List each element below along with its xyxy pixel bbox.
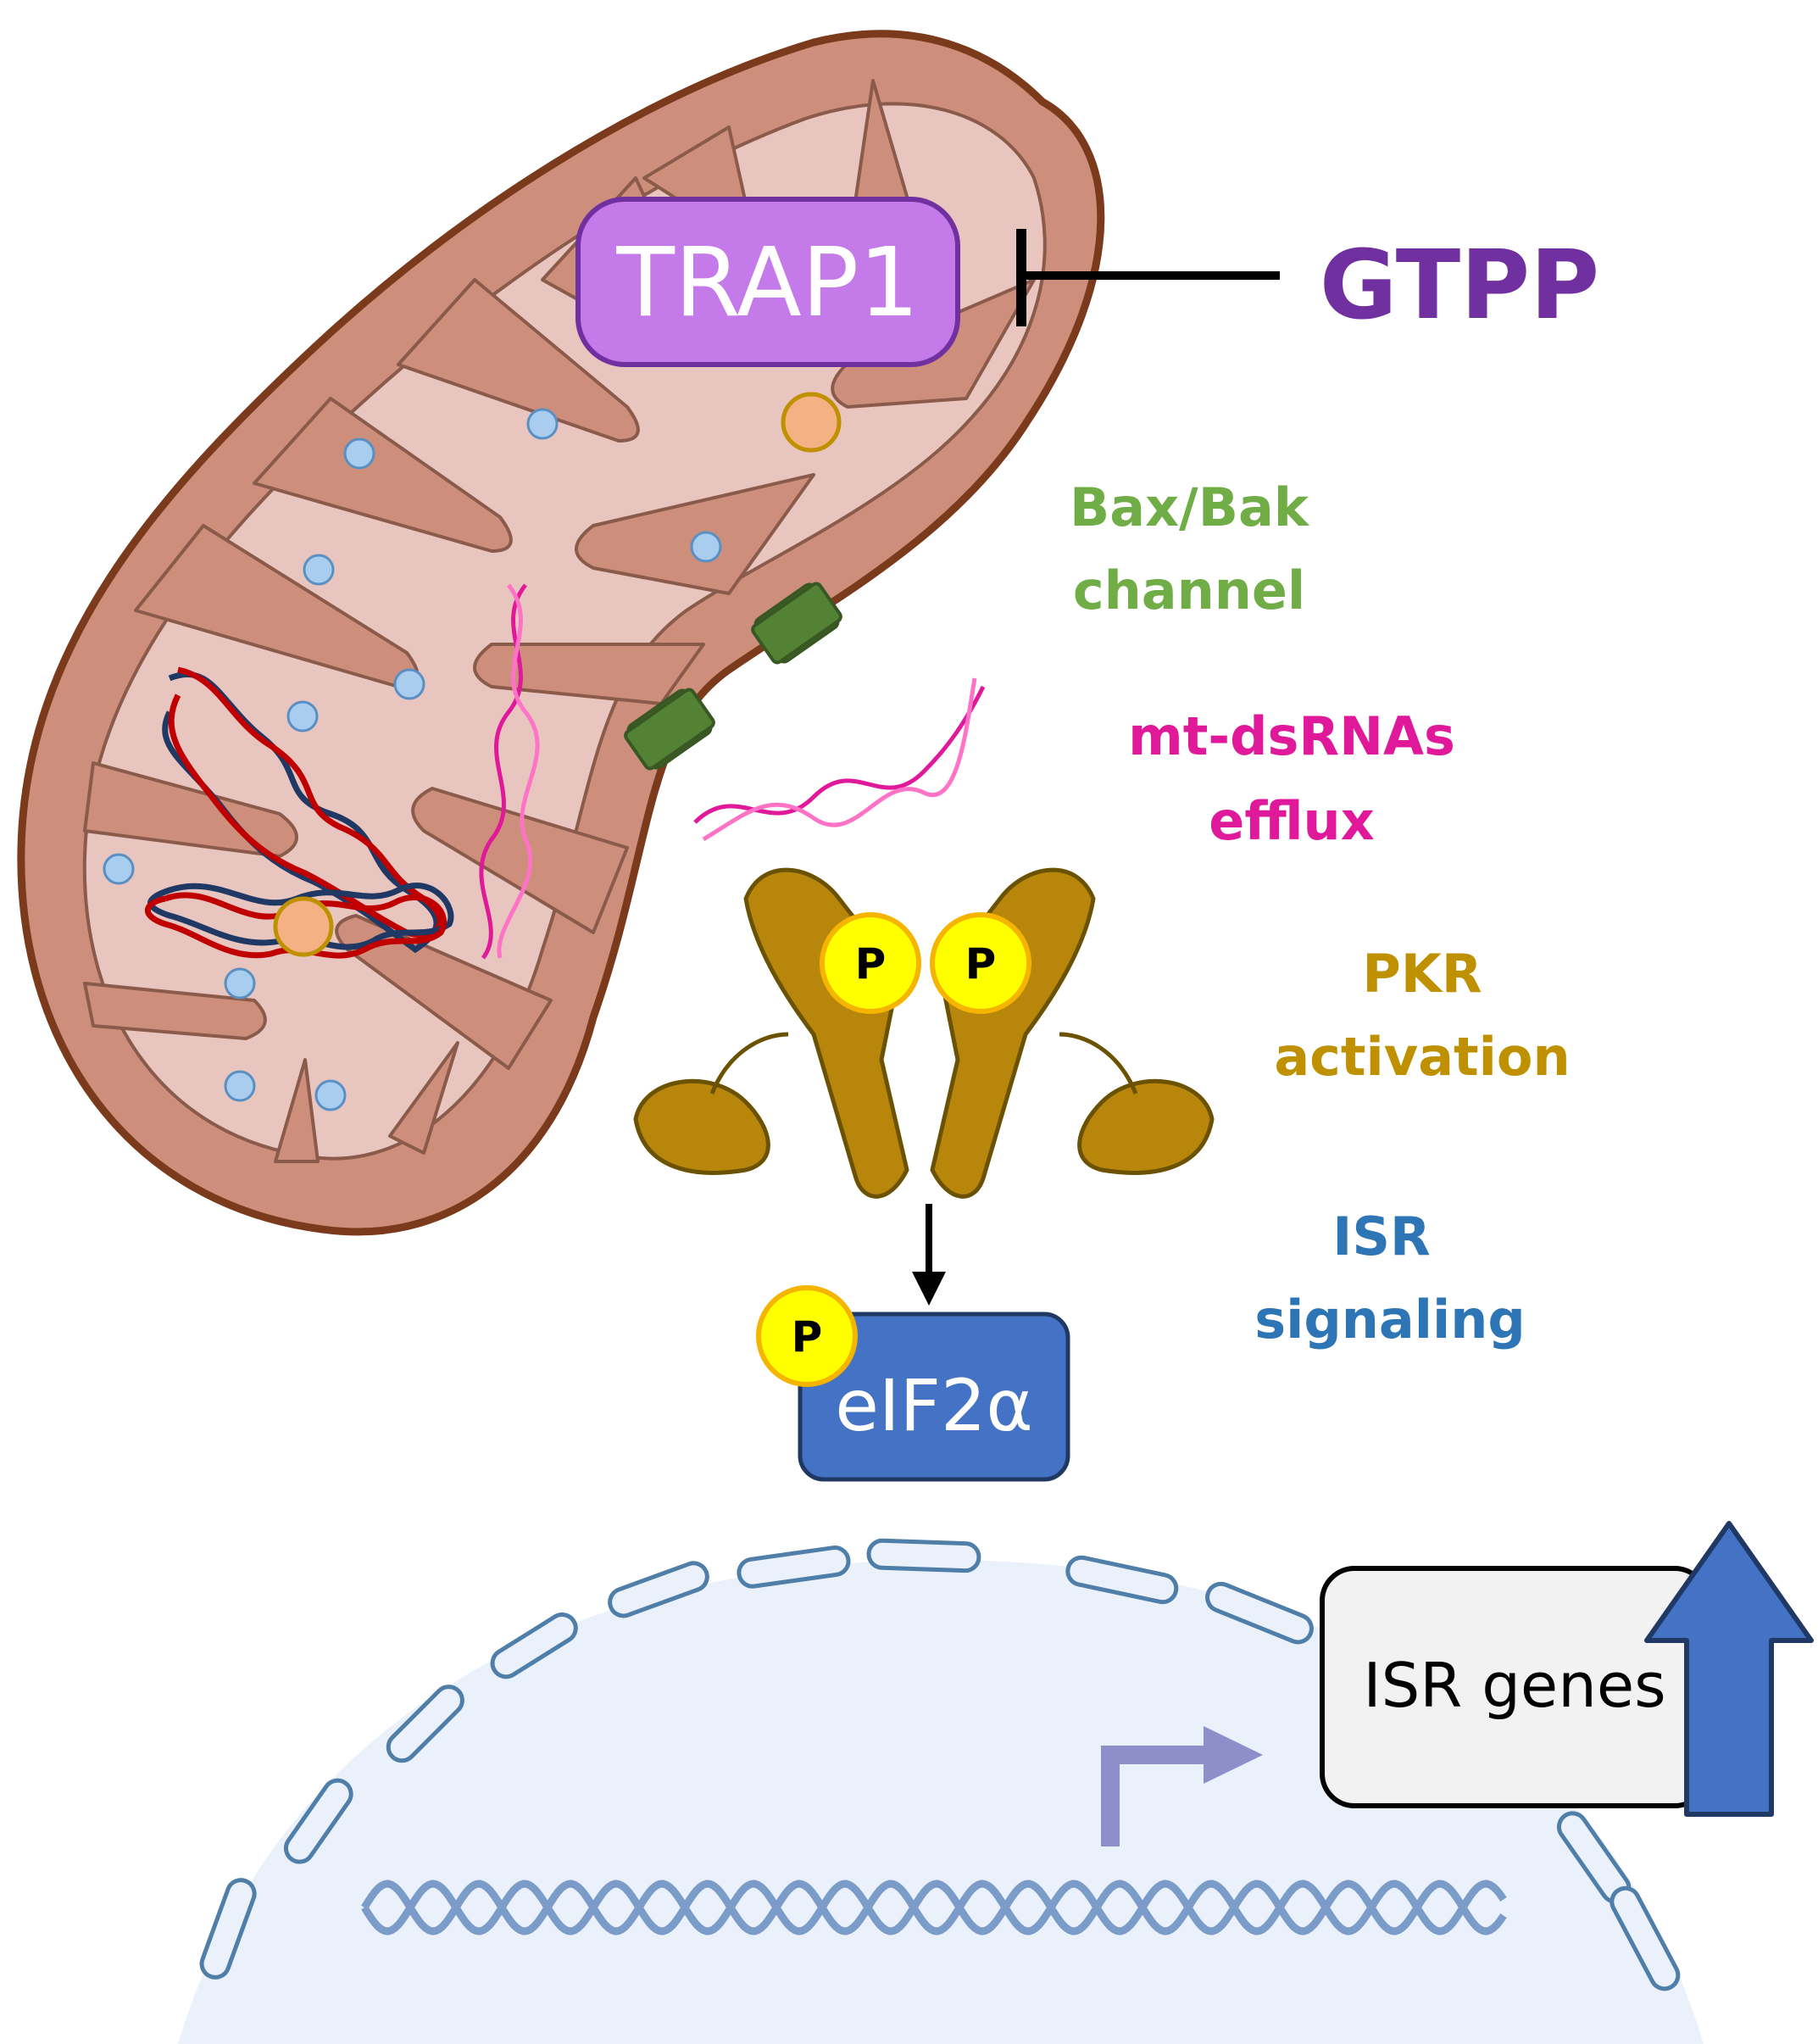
pkr-to-eif2a-arrow xyxy=(912,1204,946,1306)
pkr-dimer-icon xyxy=(633,867,1215,1199)
trap1-label: TRAP1 xyxy=(615,228,919,338)
dsrna-label-1: mt-dsRNAs xyxy=(1128,705,1455,767)
inhibition-arrow xyxy=(1016,229,1280,326)
baxbak-label-1: Bax/Bak xyxy=(1070,476,1310,538)
phospho-label: P xyxy=(792,1312,823,1362)
eif2a-box: eIF2α xyxy=(798,1312,1070,1482)
phospho-label: P xyxy=(965,939,997,989)
isr-genes-label: ISR genes xyxy=(1363,1650,1665,1721)
pkr-label-1: PKR xyxy=(1362,943,1482,1005)
upregulation-arrow-icon xyxy=(1644,1521,1814,1817)
gtpp-label: GTPP xyxy=(1320,231,1600,341)
nuclear-dna-icon xyxy=(361,1880,1507,1935)
bax-bak-channel-icon xyxy=(624,582,842,771)
baxbak-label-2: channel xyxy=(1073,560,1305,621)
phospho-label: P xyxy=(855,939,887,989)
pkr-phospho-2: P xyxy=(930,912,1031,1014)
transcription-arrow-icon xyxy=(1101,1726,1263,1846)
nucleoid-icon xyxy=(273,896,334,957)
isr-label-2: signaling xyxy=(1254,1289,1526,1351)
pkr-phospho-1: P xyxy=(820,912,921,1014)
eif2a-label: eIF2α xyxy=(835,1364,1033,1447)
trap1-box: TRAP1 xyxy=(575,197,960,367)
eif2a-phospho: P xyxy=(756,1285,858,1387)
mt-dsrna-inside-icon xyxy=(479,583,540,960)
mt-dsrna-efflux-icon xyxy=(693,677,986,842)
pkr-label-2: activation xyxy=(1274,1026,1570,1088)
dsrna-label-2: efflux xyxy=(1209,790,1374,852)
isr-genes-box: ISR genes xyxy=(1320,1566,1710,1808)
isr-label-1: ISR xyxy=(1332,1206,1430,1267)
matrix-granules xyxy=(103,408,722,1111)
nucleoid-icon xyxy=(781,392,842,453)
